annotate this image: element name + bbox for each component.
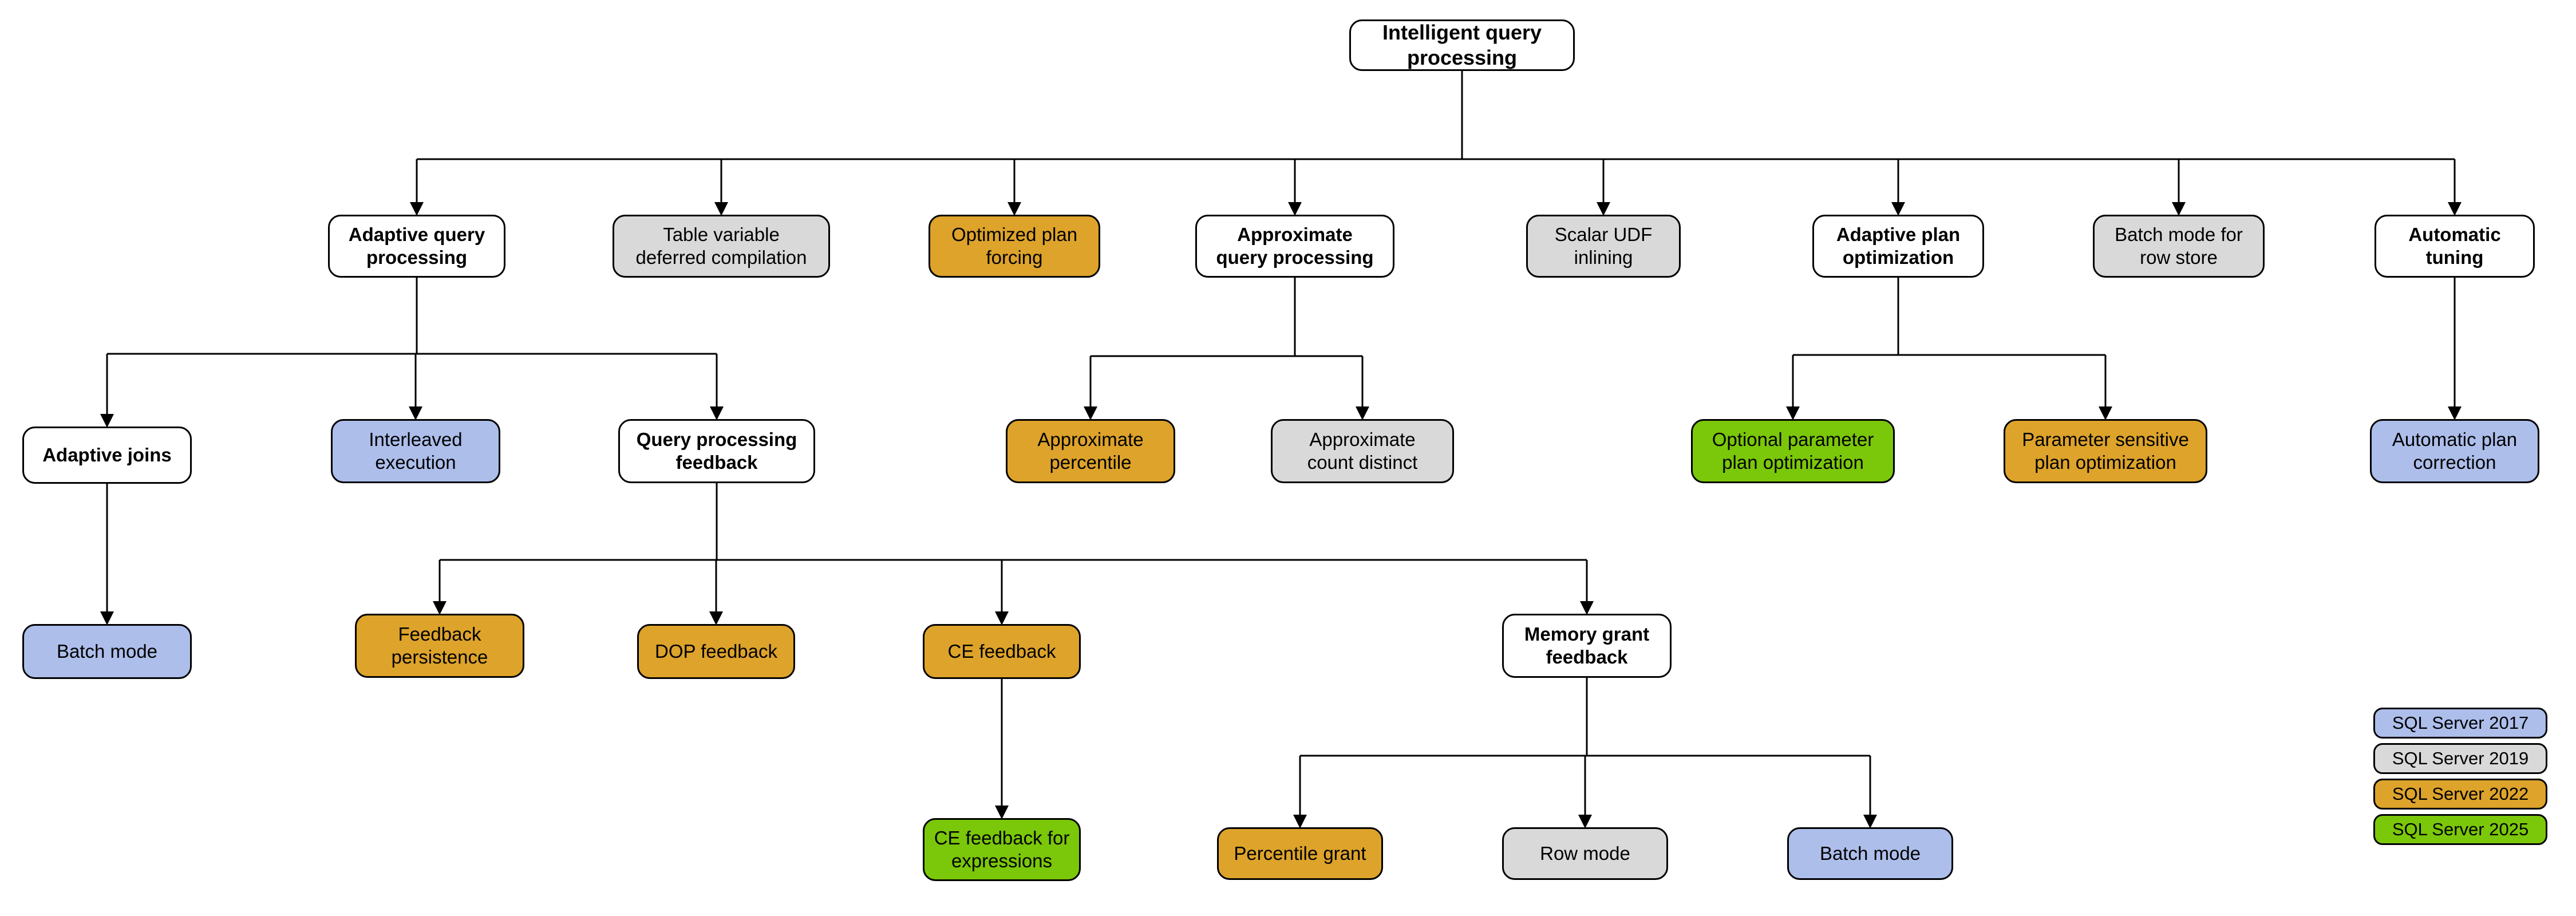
node-mgf[interactable]: Memory grant feedback <box>1502 614 1672 678</box>
legend-item-sql-server-2022: SQL Server 2022 <box>2373 779 2547 810</box>
node-tvdc[interactable]: Table variable deferred compilation <box>613 215 830 278</box>
legend-item-sql-server-2017: SQL Server 2017 <box>2373 708 2547 739</box>
node-rowmode[interactable]: Row mode <box>1502 827 1668 880</box>
legend-item-sql-server-2025: SQL Server 2025 <box>2373 814 2547 845</box>
node-fbpersist[interactable]: Feedback persistence <box>355 614 524 678</box>
node-apo[interactable]: Adaptive plan optimization <box>1812 215 1984 278</box>
node-oppo[interactable]: Optional parameter plan optimization <box>1691 419 1895 483</box>
node-adaptivejoins[interactable]: Adaptive joins <box>22 427 192 484</box>
node-apc[interactable]: Automatic plan correction <box>2370 419 2539 483</box>
legend-item-sql-server-2019: SQL Server 2019 <box>2373 743 2547 774</box>
node-approxpct[interactable]: Approximate percentile <box>1006 419 1175 483</box>
node-batchmode1[interactable]: Batch mode <box>22 624 192 679</box>
node-cefb[interactable]: CE feedback <box>923 624 1081 679</box>
node-bmrs[interactable]: Batch mode for row store <box>2093 215 2265 278</box>
node-qpf[interactable]: Query processing feedback <box>618 419 815 483</box>
node-batchmode2[interactable]: Batch mode <box>1787 827 1953 880</box>
node-opf[interactable]: Optimized plan forcing <box>929 215 1100 278</box>
node-pspo[interactable]: Parameter sensitive plan optimization <box>2004 419 2207 483</box>
node-root[interactable]: Intelligent query processing <box>1349 19 1575 71</box>
node-interleaved[interactable]: Interleaved execution <box>331 419 500 483</box>
node-aqp[interactable]: Adaptive query processing <box>328 215 505 278</box>
node-pctgrant[interactable]: Percentile grant <box>1217 827 1383 880</box>
node-autotune[interactable]: Automatic tuning <box>2374 215 2535 278</box>
node-dopfb[interactable]: DOP feedback <box>637 624 795 679</box>
node-approxcd[interactable]: Approximate count distinct <box>1271 419 1454 483</box>
node-approxqp[interactable]: Approximate query processing <box>1195 215 1394 278</box>
node-udf[interactable]: Scalar UDF inlining <box>1526 215 1681 278</box>
node-cefbexpr[interactable]: CE feedback for expressions <box>923 818 1081 881</box>
